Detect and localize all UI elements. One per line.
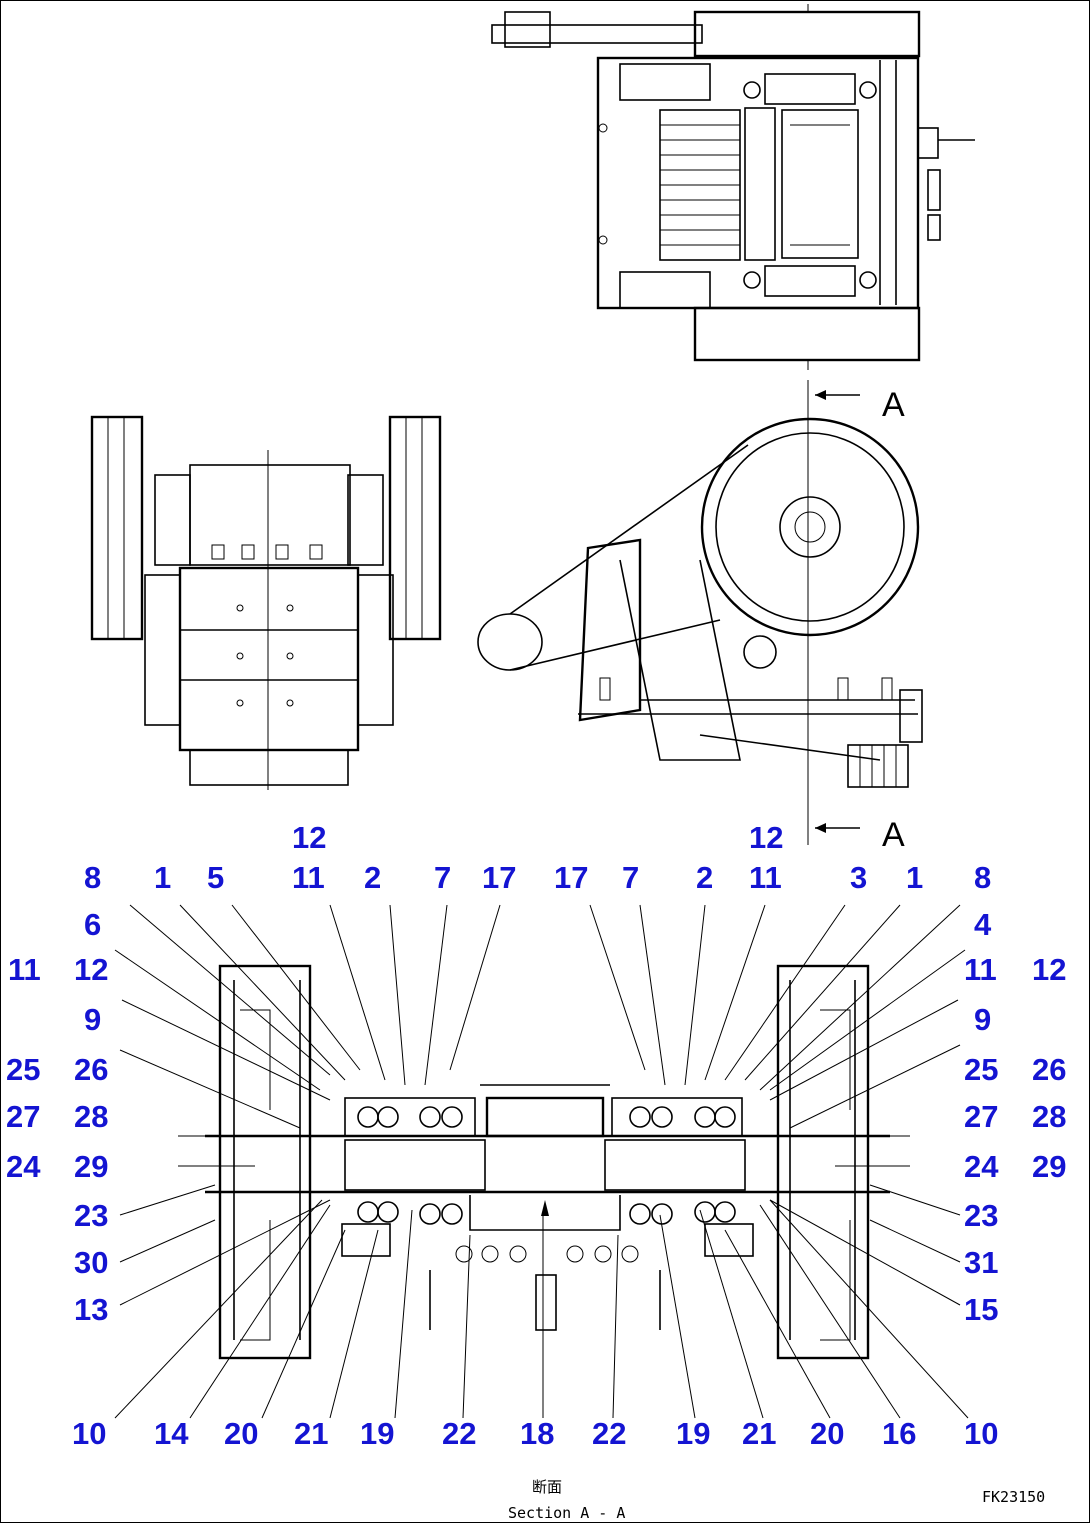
callout-12-right: 12 bbox=[1032, 952, 1066, 987]
callout-22-right: 22 bbox=[592, 1416, 626, 1451]
callout-26-right: 26 bbox=[1032, 1052, 1066, 1087]
bottom-callouts: 10 14 20 21 19 22 18 22 19 21 20 16 10 bbox=[72, 1416, 998, 1451]
callout-16: 16 bbox=[882, 1416, 916, 1451]
callout-11-top-right: 11 bbox=[749, 860, 782, 895]
side-view: A A bbox=[477, 380, 923, 854]
callout-30: 30 bbox=[74, 1245, 108, 1280]
callout-6: 6 bbox=[84, 907, 101, 942]
callout-8-left: 8 bbox=[84, 860, 101, 895]
callout-25-left: 25 bbox=[6, 1052, 40, 1087]
callout-11-top-left: 11 bbox=[292, 860, 325, 895]
callout-1-left: 1 bbox=[154, 860, 171, 895]
callout-12-top-left: 12 bbox=[292, 820, 326, 855]
callout-24-right: 24 bbox=[964, 1149, 999, 1184]
callout-22-left: 22 bbox=[442, 1416, 476, 1451]
callout-13: 13 bbox=[74, 1292, 108, 1327]
section-view bbox=[178, 964, 910, 1360]
top-view bbox=[491, 4, 975, 370]
callout-11-right: 11 bbox=[964, 952, 997, 987]
callout-20-right: 20 bbox=[810, 1416, 844, 1451]
callout-17-right: 17 bbox=[554, 860, 588, 895]
callout-21-left: 21 bbox=[294, 1416, 328, 1451]
callout-17-left: 17 bbox=[482, 860, 516, 895]
callout-20-left: 20 bbox=[224, 1416, 258, 1451]
left-callouts: 6 11 12 9 25 26 27 28 24 29 23 30 13 bbox=[6, 907, 108, 1327]
callout-27-right: 27 bbox=[964, 1099, 998, 1134]
callout-23-left: 23 bbox=[74, 1198, 108, 1233]
callout-25-right: 25 bbox=[964, 1052, 998, 1087]
callout-9-right: 9 bbox=[974, 1002, 991, 1037]
section-caption-jp: 断面 bbox=[532, 1478, 562, 1496]
callout-2-left: 2 bbox=[364, 860, 381, 895]
callout-9-left: 9 bbox=[84, 1002, 101, 1037]
callout-26-left: 26 bbox=[74, 1052, 108, 1087]
callout-5: 5 bbox=[207, 860, 224, 895]
callout-19-right: 19 bbox=[676, 1416, 710, 1451]
callout-18: 18 bbox=[520, 1416, 554, 1451]
callout-1-right: 1 bbox=[906, 860, 923, 895]
callout-28-right: 28 bbox=[1032, 1099, 1066, 1134]
callout-8-right: 8 bbox=[974, 860, 991, 895]
callout-29-right: 29 bbox=[1032, 1149, 1066, 1184]
callout-24-left: 24 bbox=[6, 1149, 41, 1184]
section-caption-en: Section A - A bbox=[508, 1504, 625, 1522]
leader-lines bbox=[114, 904, 969, 1419]
front-view bbox=[90, 415, 442, 790]
callout-11-left: 11 bbox=[8, 952, 41, 987]
section-marker-bottom: A bbox=[882, 816, 905, 854]
callout-31: 31 bbox=[964, 1245, 998, 1280]
callout-3: 3 bbox=[850, 860, 867, 895]
callout-10-left: 10 bbox=[72, 1416, 106, 1451]
callout-27-left: 27 bbox=[6, 1099, 40, 1134]
right-callouts: 4 11 12 9 25 26 27 28 24 29 23 31 15 bbox=[964, 907, 1066, 1327]
callout-2-right: 2 bbox=[696, 860, 713, 895]
callout-28-left: 28 bbox=[74, 1099, 108, 1134]
callout-7-right: 7 bbox=[622, 860, 639, 895]
top-callouts: 8 1 5 12 11 2 7 17 17 7 2 12 11 3 1 8 bbox=[84, 820, 991, 895]
callout-12-left: 12 bbox=[74, 952, 108, 987]
callout-21-right: 21 bbox=[742, 1416, 776, 1451]
callout-12-top-right: 12 bbox=[749, 820, 783, 855]
drawing-code: FK23150 bbox=[982, 1488, 1045, 1506]
callout-10-right: 10 bbox=[964, 1416, 998, 1451]
callout-7-left: 7 bbox=[434, 860, 451, 895]
callout-4: 4 bbox=[974, 907, 992, 942]
callout-23-right: 23 bbox=[964, 1198, 998, 1233]
section-marker-top: A bbox=[882, 386, 905, 424]
callout-15: 15 bbox=[964, 1292, 998, 1327]
callout-19-left: 19 bbox=[360, 1416, 394, 1451]
callout-14: 14 bbox=[154, 1416, 189, 1451]
callout-29-left: 29 bbox=[74, 1149, 108, 1184]
